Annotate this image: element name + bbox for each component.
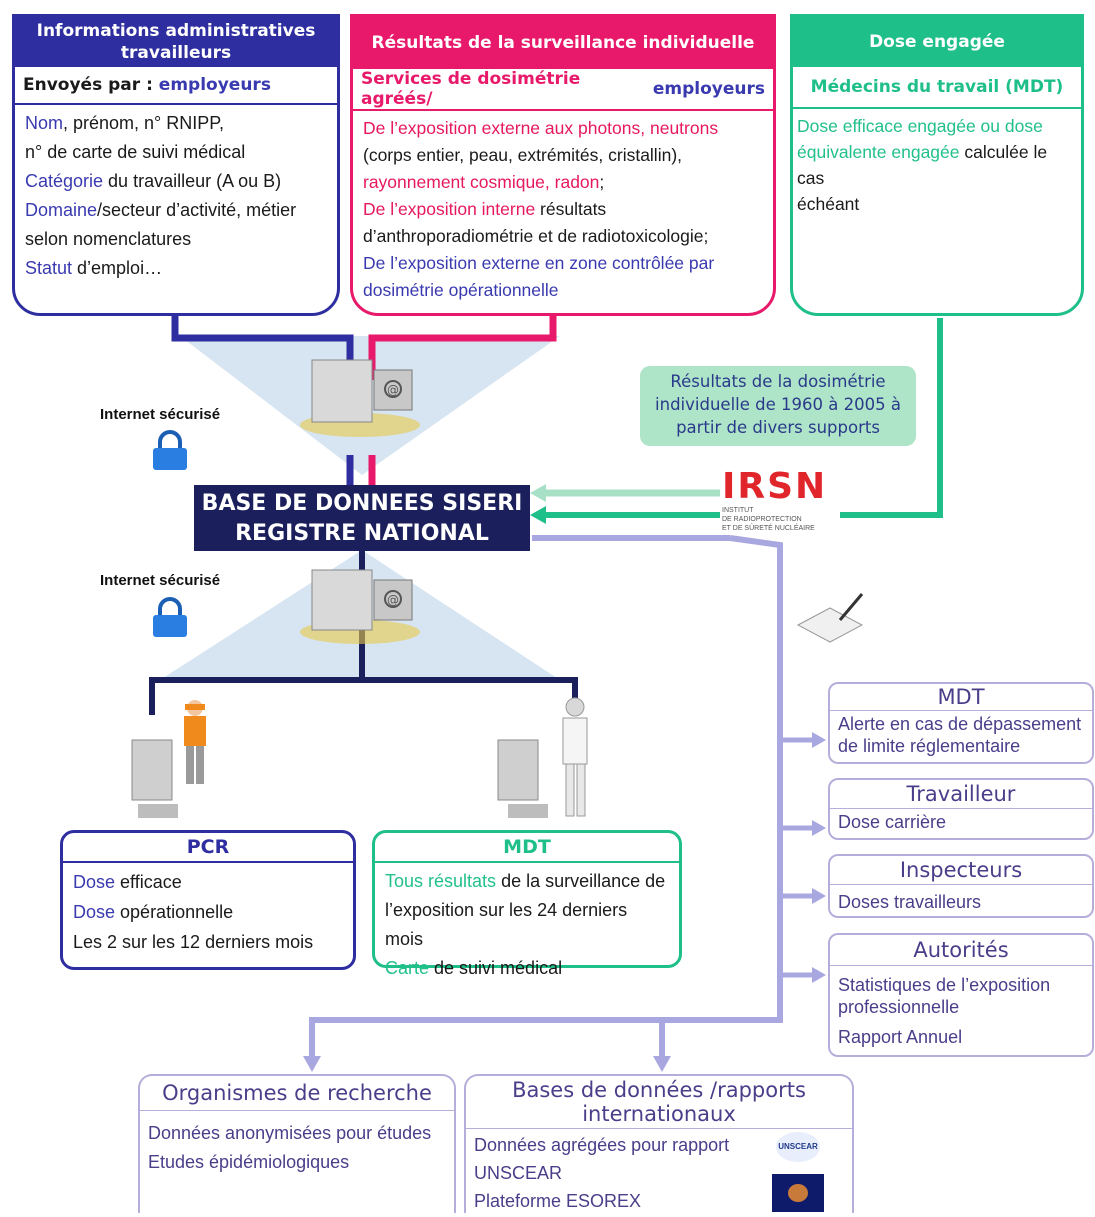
admin-line: Statut d’emploi…: [25, 258, 163, 278]
doctor-workstation-icon: [497, 697, 588, 818]
svg-text:@: @: [387, 383, 399, 397]
pcr-list: Dose efficace Dose opérationnelle Les 2 …: [63, 863, 353, 961]
svg-text:@: @: [387, 593, 399, 607]
mdt-line: l’exposition sur les 24 derniers mois: [385, 900, 628, 949]
results-line: d’anthroporadiométrie et de radiotoxicol…: [363, 226, 709, 246]
results-connector: [368, 315, 557, 380]
right-box-mdt: MDT Alerte en cas de dépassement de limi…: [828, 682, 1094, 764]
admin-line: selon nomenclatures: [25, 229, 192, 249]
pcr-line: Dose opérationnelle: [73, 902, 234, 922]
dose-line: équivalente engagée calculée le cas: [797, 142, 1048, 188]
siseri-database: BASE DE DONNEES SISERI REGISTRE NATIONAL: [194, 485, 530, 551]
admin-line: n° de carte de suivi médical: [25, 142, 246, 162]
right-box-title: Inspecteurs: [899, 858, 1023, 882]
right-box-inspecteurs: Inspecteurs Doses travailleurs: [828, 854, 1094, 918]
research-title: Organismes de recherche: [162, 1081, 432, 1105]
admin-info-list: Nom, prénom, n° RNIPP, n° de carte de su…: [15, 105, 337, 287]
results-sub: Services de dosimétrie agréés/ employeur…: [353, 69, 773, 111]
results-line: De l’exposition externe en zone contrôlé…: [363, 253, 715, 273]
right-box-autorites: Autorités Statistiques de l’exposition p…: [828, 933, 1094, 1057]
mdt-title: MDT: [375, 833, 679, 863]
db-title-line: BASE DE DONNEES SISERI: [201, 491, 523, 516]
international-line: UNSCEAR: [474, 1163, 563, 1183]
results-list: De l’exposition externe aux photons, neu…: [353, 111, 773, 308]
irsn-logo-text: IRSN: [722, 466, 828, 507]
right-box-text: Alerte en cas de dépassement de limite r…: [830, 710, 1092, 759]
right-box-title: MDT: [937, 685, 985, 709]
server-icon: @: [300, 569, 420, 644]
right-box-travailleur: Travailleur Dose carrière: [828, 778, 1094, 840]
irsn-results-box: Résultats de la dosimétrie individuelle …: [640, 366, 916, 446]
distribution-connector: [309, 535, 783, 1060]
dose-title: Dose engagée: [793, 17, 1081, 67]
irsn-logo-caption: INSTITUT: [722, 507, 754, 514]
unscear-logo: UNSCEAR: [776, 1132, 820, 1162]
admin-sent-value: employeurs: [158, 75, 271, 95]
right-box-text: Doses travailleurs: [830, 884, 1092, 915]
mdt-list: Tous résultats de la surveillance de l’e…: [375, 863, 679, 987]
right-box-title: Travailleur: [906, 782, 1016, 806]
admin-sent-prefix: Envoyés par :: [23, 75, 153, 95]
worker-workstation-icon: [131, 700, 206, 818]
research-list: Données anonymisées pour études Etudes é…: [140, 1110, 454, 1179]
lock-icon: [153, 597, 187, 637]
bottom-tree-connector: [149, 677, 578, 715]
dose-line: Dose efficace engagée ou dose: [797, 116, 1043, 136]
admin-connector: [171, 315, 354, 380]
server-icon: @: [300, 359, 420, 437]
internet-label: Internet sécurisé: [100, 572, 221, 589]
international-line: Plateforme ESOREX: [474, 1191, 642, 1211]
pcr-title: PCR: [63, 833, 353, 863]
right-box-line: Statistiques de l’exposition professionn…: [838, 975, 1051, 1017]
results-title: Résultats de la surveillance individuell…: [353, 17, 773, 69]
mdt-line: Carte de suivi médical: [385, 958, 563, 978]
right-box-line: Rapport Annuel: [838, 1027, 963, 1047]
admin-info-title: Informations administratives travailleur…: [15, 17, 337, 67]
signature-tablet-icon: [796, 593, 864, 643]
db-title-line: REGISTRE NATIONAL: [235, 521, 489, 546]
dose-sub: Médecins du travail (MDT): [793, 67, 1081, 109]
research-line: Données anonymisées pour études: [148, 1123, 432, 1143]
irsn-logo-caption: DE RADIOPROTECTION: [722, 516, 802, 523]
international-line: Données agrégées pour rapport: [474, 1135, 730, 1155]
admin-line: Domaine/secteur d’activité, métier: [25, 200, 297, 220]
dose-line: échéant: [797, 194, 860, 214]
international-title: Bases de données /rapports internationau…: [512, 1078, 806, 1126]
right-box-title: Autorités: [913, 938, 1009, 962]
internet-label: Internet sécurisé: [100, 406, 221, 423]
irsn-logo-caption: ET DE SÛRETÉ NUCLÉAIRE: [722, 525, 815, 532]
results-sub-value: employeurs: [652, 79, 765, 99]
mdt-line: Tous résultats de la surveillance de: [385, 871, 666, 891]
right-box-text: Dose carrière: [830, 808, 1092, 835]
lock-icon: [153, 430, 187, 470]
admin-line: Catégorie du travailleur (A ou B): [25, 171, 282, 191]
research-line: Etudes épidémiologiques: [148, 1152, 350, 1172]
dose-list: Dose efficace engagée ou dose équivalent…: [793, 109, 1081, 221]
results-line: De l’exposition externe aux photons, neu…: [363, 118, 719, 138]
pcr-line: Les 2 sur les 12 derniers mois: [73, 932, 314, 952]
admin-sent-by: Envoyés par : employeurs: [15, 67, 337, 105]
mdt-box: MDT Tous résultats de la surveillance de…: [372, 830, 682, 978]
admin-line: Nom, prénom, n° RNIPP,: [25, 113, 224, 133]
pcr-box: PCR Dose efficace Dose opérationnelle Le…: [60, 830, 356, 970]
results-line: De l’exposition interne résultats: [363, 199, 607, 219]
results-box: Résultats de la surveillance individuell…: [350, 14, 776, 316]
pcr-line: Dose efficace: [73, 872, 182, 892]
esorex-logo: [772, 1174, 824, 1212]
results-line: dosimétrie opérationnelle: [363, 280, 559, 300]
international-box: Bases de données /rapports internationau…: [464, 1074, 854, 1213]
dose-connector: [840, 318, 943, 518]
irsn-logo: IRSN INSTITUT DE RADIOPROTECTION ET DE S…: [722, 468, 842, 533]
admin-info-box: Informations administratives travailleur…: [12, 14, 340, 316]
right-box-text: Statistiques de l’exposition professionn…: [830, 965, 1092, 1050]
results-sub-prefix: Services de dosimétrie agréés/: [361, 69, 581, 109]
research-box: Organismes de recherche Données anonymis…: [138, 1074, 456, 1213]
international-list: Données agrégées pour rapport UNSCEAR Pl…: [466, 1128, 852, 1217]
results-line: rayonnement cosmique, radon;: [363, 172, 605, 192]
dose-box: Dose engagée Médecins du travail (MDT) D…: [790, 14, 1084, 316]
results-line: (corps entier, peau, extrémités, cristal…: [363, 145, 683, 165]
